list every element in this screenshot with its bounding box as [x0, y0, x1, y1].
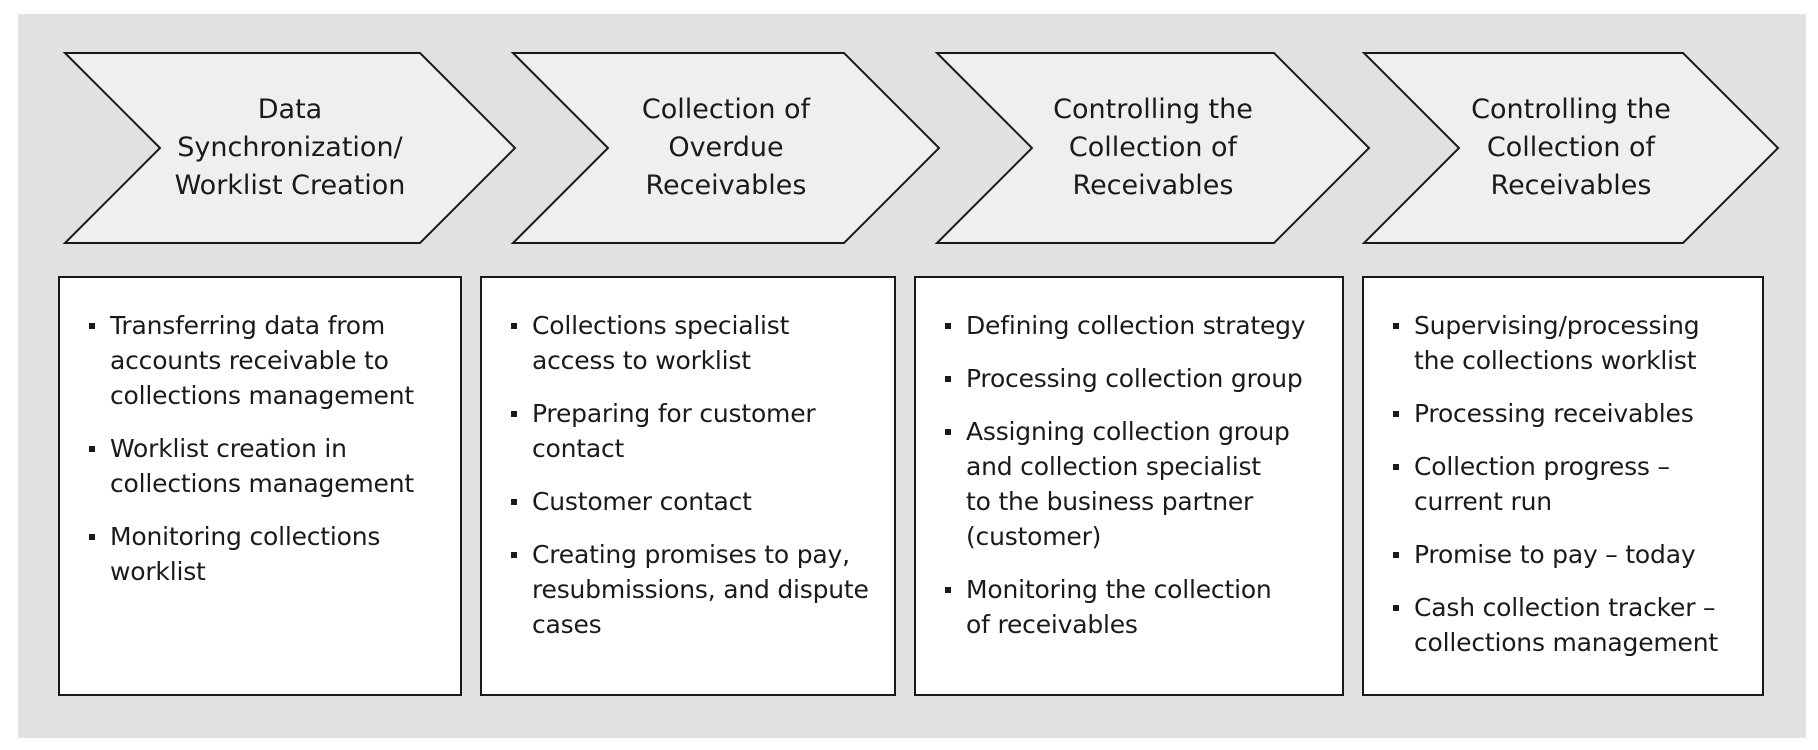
bullet-item: Transferring data from accounts receivab…: [60, 308, 460, 413]
bullet-text: Processing receivables: [1414, 399, 1694, 428]
bullet-text: Monitoring the collection of receivables: [966, 575, 1272, 639]
stage-4-bullet-list: Supervising/processing the collections w…: [1364, 278, 1762, 660]
bullet-item: Collection progress – current run: [1364, 449, 1762, 519]
stage-4-title: Controlling the Collection of Receivable…: [1471, 94, 1671, 201]
bullet-text: Promise to pay – today: [1414, 540, 1696, 569]
bullet-icon: [1393, 605, 1399, 611]
bullet-item: Processing receivables: [1364, 396, 1762, 431]
bullet-icon: [1393, 411, 1399, 417]
stage-3-details-box: Defining collection strategy Processing …: [914, 276, 1344, 696]
stage-3-bullet-list: Defining collection strategy Processing …: [916, 278, 1342, 642]
bullet-icon: [511, 499, 517, 505]
bullet-item: Supervising/processing the collections w…: [1364, 308, 1762, 378]
bullet-icon: [1393, 552, 1399, 558]
bullet-item: Creating promises to pay, resubmissions,…: [482, 537, 894, 642]
bullet-text: Supervising/processing the collections w…: [1414, 311, 1700, 375]
bullet-icon: [89, 323, 95, 329]
process-chevron-row: Data Synchronization/ Worklist Creation …: [0, 0, 1818, 260]
stage-3-title-box: Controlling the Collection of Receivable…: [1032, 52, 1274, 244]
bullet-icon: [1393, 464, 1399, 470]
bullet-item: Assigning collection group and collectio…: [916, 414, 1342, 554]
stage-4-chevron: Controlling the Collection of Receivable…: [1361, 52, 1780, 244]
bullet-icon: [945, 587, 951, 593]
chevron-arrow-shape: [510, 52, 941, 244]
chevron-arrow-shape: [1361, 52, 1780, 244]
bullet-text: Customer contact: [532, 487, 752, 516]
stage-4-details-box: Supervising/processing the collections w…: [1362, 276, 1764, 696]
stage-1-title-box: Data Synchronization/ Worklist Creation: [160, 52, 420, 244]
bullet-item: Cash collection tracker – collections ma…: [1364, 590, 1762, 660]
stage-3-title: Controlling the Collection of Receivable…: [1053, 94, 1253, 201]
stage-3-chevron: Controlling the Collection of Receivable…: [934, 52, 1371, 244]
stage-2-title: Collection of Overdue Receivables: [641, 94, 811, 201]
bullet-text: Transferring data from accounts receivab…: [110, 311, 414, 410]
bullet-item: Preparing for customer contact: [482, 396, 894, 466]
bullet-text: Assigning collection group and collectio…: [966, 417, 1290, 551]
bullet-icon: [945, 376, 951, 382]
bullet-text: Preparing for customer contact: [532, 399, 816, 463]
bullet-icon: [945, 323, 951, 329]
stage-1-chevron: Data Synchronization/ Worklist Creation: [62, 52, 517, 244]
stage-4-title-box: Controlling the Collection of Receivable…: [1459, 52, 1683, 244]
bullet-icon: [511, 323, 517, 329]
stage-2-bullet-list: Collections specialist access to worklis…: [482, 278, 894, 642]
bullet-icon: [89, 446, 95, 452]
bullet-item: Defining collection strategy: [916, 308, 1342, 343]
bullet-text: Collections specialist access to worklis…: [532, 311, 790, 375]
stage-2-title-box: Collection of Overdue Receivables: [608, 52, 844, 244]
stage-1-bullet-list: Transferring data from accounts receivab…: [60, 278, 460, 589]
bullet-item: Promise to pay – today: [1364, 537, 1762, 572]
bullet-item: Processing collection group: [916, 361, 1342, 396]
bullet-item: Worklist creation in collections managem…: [60, 431, 460, 501]
bullet-item: Customer contact: [482, 484, 894, 519]
bullet-text: Cash collection tracker – collections ma…: [1414, 593, 1718, 657]
bullet-text: Creating promises to pay, resubmissions,…: [532, 540, 869, 639]
bullet-text: Collection progress – current run: [1414, 452, 1670, 516]
bullet-text: Defining collection strategy: [966, 311, 1306, 340]
bullet-icon: [945, 429, 951, 435]
stage-2-chevron: Collection of Overdue Receivables: [510, 52, 941, 244]
bullet-icon: [1393, 323, 1399, 329]
bullet-icon: [511, 411, 517, 417]
stage-2-details-box: Collections specialist access to worklis…: [480, 276, 896, 696]
bullet-text: Processing collection group: [966, 364, 1303, 393]
chevron-arrow-shape: [62, 52, 517, 244]
bullet-icon: [511, 552, 517, 558]
stage-1-title: Data Synchronization/ Worklist Creation: [174, 94, 406, 201]
chevron-arrow-shape: [934, 52, 1371, 244]
bullet-text: Worklist creation in collections managem…: [110, 434, 414, 498]
bullet-item: Monitoring collections worklist: [60, 519, 460, 589]
bullet-item: Monitoring the collection of receivables: [916, 572, 1342, 642]
bullet-text: Monitoring collections worklist: [110, 522, 381, 586]
bullet-item: Collections specialist access to worklis…: [482, 308, 894, 378]
bullet-icon: [89, 534, 95, 540]
stage-1-details-box: Transferring data from accounts receivab…: [58, 276, 462, 696]
